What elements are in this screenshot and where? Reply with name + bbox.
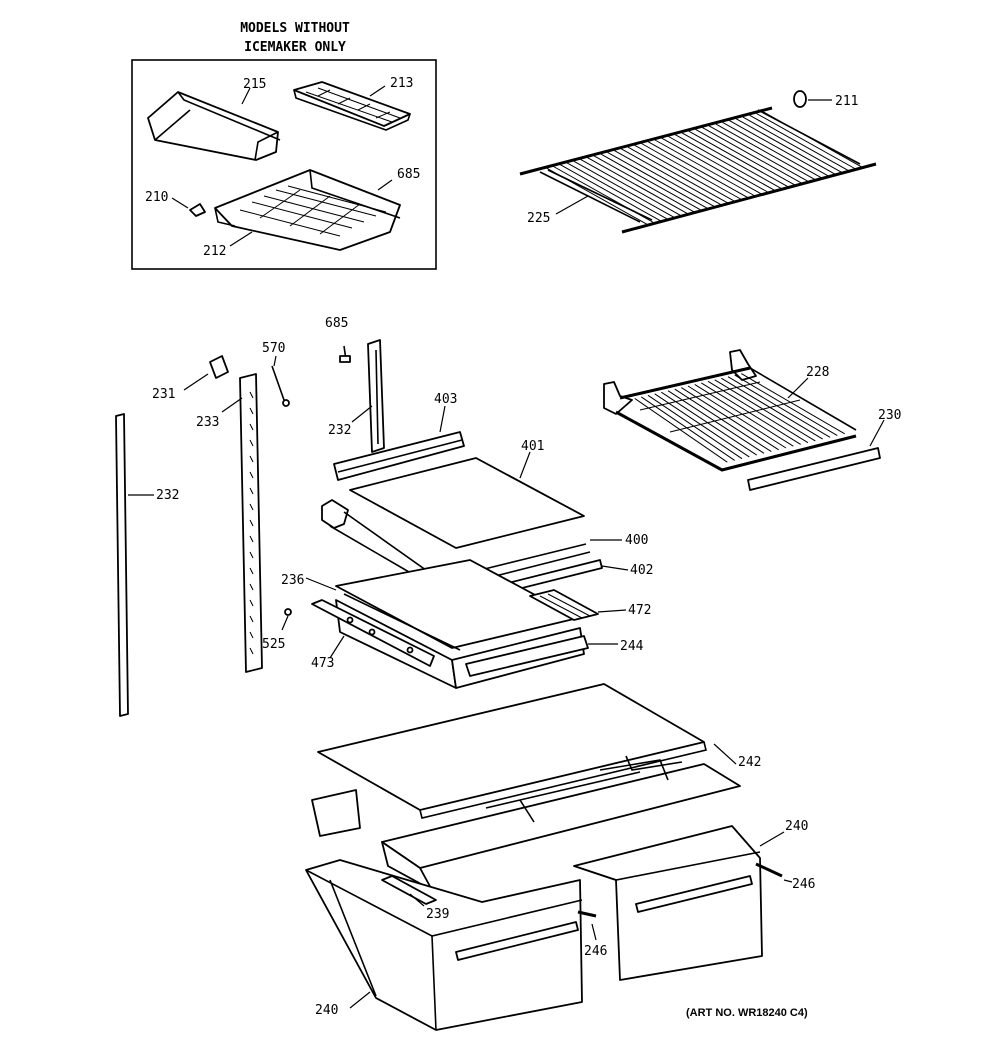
callout-240-left: 240: [315, 1003, 338, 1018]
callout-240-right: 240: [785, 819, 808, 834]
callout-685-inset: 685: [397, 167, 420, 182]
part-685-screw: [339, 345, 351, 363]
part-213-ice-tray: [293, 81, 411, 131]
part-570-screw: [271, 355, 290, 407]
callout-473: 473: [311, 656, 334, 671]
part-242-crisper-cover-glass: [317, 683, 737, 819]
callout-400: 400: [625, 533, 648, 548]
part-240-left-crisper-drawer: [305, 859, 583, 1031]
inset-heading-line2: ICEMAKER ONLY: [244, 40, 346, 55]
callout-211: 211: [835, 94, 858, 109]
part-472-slide-rail: [529, 589, 627, 621]
part-215-ice-bucket: [147, 91, 281, 161]
callout-225: 225: [527, 211, 550, 226]
callout-403: 403: [434, 392, 457, 407]
part-212-ice-shelf: [214, 169, 401, 251]
callout-232-left: 232: [156, 488, 179, 503]
callout-244: 244: [620, 639, 644, 654]
art-number: (ART NO. WR18240 C4): [686, 1007, 808, 1019]
part-232-left-rail: [115, 413, 154, 717]
callout-236: 236: [281, 573, 304, 588]
part-225-wire-shelf: [519, 106, 877, 234]
part-246-right-handle: [755, 862, 793, 883]
callout-246-left: 246: [584, 944, 607, 959]
part-473-pan-rail: [311, 599, 435, 667]
part-240-right-crisper-drawer: [573, 825, 785, 981]
part-211-bumper: [793, 90, 832, 108]
callout-228: 228: [806, 365, 829, 380]
icemaker-inset: MODELS WITHOUT ICEMAKER ONLY: [131, 21, 437, 270]
callout-401: 401: [521, 439, 544, 454]
part-228-wire-shelf: [603, 349, 857, 472]
part-244-pan-front: [465, 635, 618, 677]
part-230-shelf-trim: [747, 447, 881, 491]
callout-215: 215: [243, 77, 266, 92]
part-403-front-trim: [333, 405, 465, 481]
part-525-screw: [281, 608, 292, 631]
part-246-left-handle: [577, 910, 597, 941]
part-239-drawer-glide: [381, 875, 437, 907]
callout-231: 231: [152, 387, 175, 402]
callout-212: 212: [203, 244, 226, 259]
callout-570: 570: [262, 341, 285, 356]
inset-heading-line1: MODELS WITHOUT: [240, 21, 350, 36]
part-crisper-cover-frame: [311, 755, 741, 891]
callout-472: 472: [628, 603, 651, 618]
part-401-glass-shelf: [349, 451, 585, 549]
callout-242: 242: [738, 755, 761, 770]
part-232-center-rail: [351, 339, 385, 453]
part-210-clip: [189, 203, 206, 217]
callout-210: 210: [145, 190, 168, 205]
inset-frame: [131, 59, 437, 270]
callout-685: 685: [325, 316, 348, 331]
callout-402: 402: [630, 563, 653, 578]
part-231-cap: [183, 355, 229, 391]
callout-233: 233: [196, 415, 219, 430]
callout-213: 213: [390, 76, 413, 91]
callout-232-center: 232: [328, 423, 351, 438]
callout-525: 525: [262, 637, 285, 652]
callout-246-right: 246: [792, 877, 815, 892]
callout-230: 230: [878, 408, 901, 423]
callout-239: 239: [426, 907, 449, 922]
part-233-shelf-ladder: [221, 373, 263, 673]
